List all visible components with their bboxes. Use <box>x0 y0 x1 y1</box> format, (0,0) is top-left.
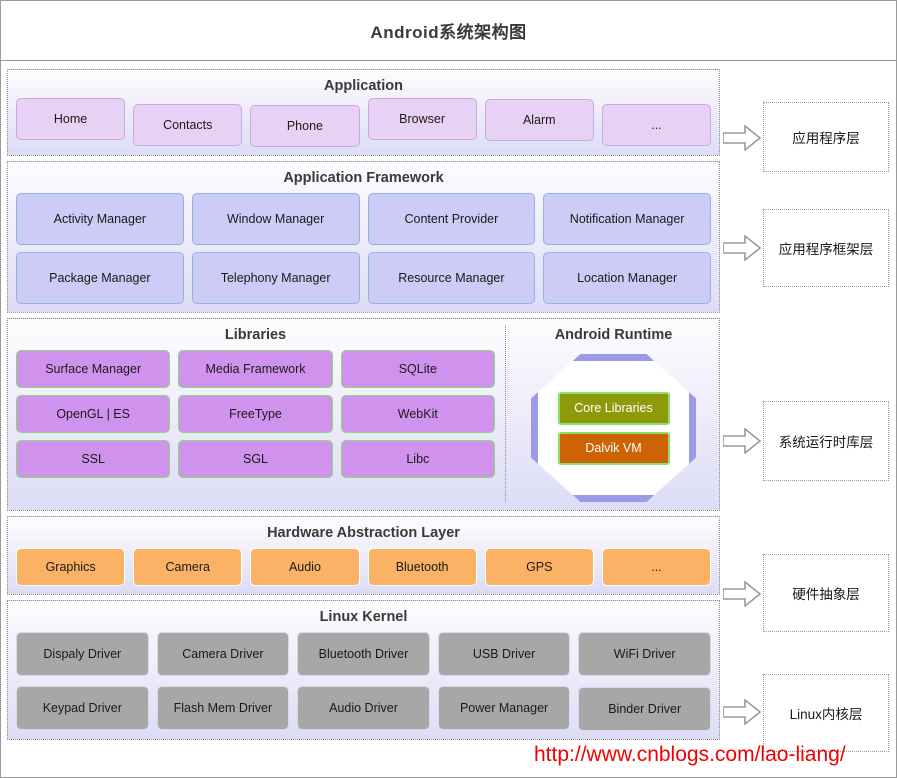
kernel-box-wifi-driver[interactable]: WiFi Driver <box>578 632 711 676</box>
library-box-ssl[interactable]: SSL <box>16 440 171 478</box>
framework-box-telephony-manager[interactable]: Telephony Manager <box>191 252 360 304</box>
kernel-row-2: Keypad Driver Flash Mem Driver Audio Dri… <box>16 683 711 731</box>
arrow-to-hal-layer <box>723 581 761 607</box>
side-label-application-layer: 应用程序层 <box>763 102 889 172</box>
runtime-box-dalvik-vm[interactable]: Dalvik VM <box>557 431 670 465</box>
library-box-surface-manager[interactable]: Surface Manager <box>16 350 171 388</box>
framework-box-content-provider[interactable]: Content Provider <box>367 193 536 245</box>
kernel-row-1: Dispaly Driver Camera Driver Bluetooth D… <box>16 632 711 676</box>
app-box-contacts[interactable]: Contacts <box>133 104 243 146</box>
layer-linux-kernel: Linux Kernel Dispaly Driver Camera Drive… <box>7 600 720 740</box>
side-label-hal-layer: 硬件抽象层 <box>763 554 889 632</box>
kernel-box-usb-driver[interactable]: USB Driver <box>437 632 571 676</box>
app-box-home[interactable]: Home <box>16 98 126 140</box>
watermark-url: http://www.cnblogs.com/lao-liang/ <box>534 743 846 766</box>
hal-row-1: Graphics Camera Audio Bluetooth GPS ... <box>16 548 712 586</box>
library-box-webkit[interactable]: WebKit <box>340 395 495 433</box>
kernel-box-flash-mem-driver[interactable]: Flash Mem Driver <box>156 686 290 730</box>
kernel-box-bluetooth-driver[interactable]: Bluetooth Driver <box>297 632 430 676</box>
library-box-freetype[interactable]: FreeType <box>178 395 333 433</box>
library-box-opengl-es[interactable]: OpenGL | ES <box>16 395 171 433</box>
kernel-box-display-driver[interactable]: Dispaly Driver <box>16 632 149 676</box>
hal-box-graphics[interactable]: Graphics <box>16 548 126 586</box>
kernel-box-audio-driver[interactable]: Audio Driver <box>297 686 430 730</box>
arrow-to-framework-layer <box>723 235 761 261</box>
app-box-browser[interactable]: Browser <box>367 98 477 140</box>
libraries-row-1: Surface Manager Media Framework SQLite <box>16 350 495 388</box>
framework-row-1: Activity Manager Window Manager Content … <box>16 193 711 245</box>
arrow-to-runtime-layer <box>723 428 761 454</box>
kernel-box-binder-driver[interactable]: Binder Driver <box>578 687 711 731</box>
framework-box-location-manager[interactable]: Location Manager <box>543 252 711 304</box>
application-row-1: Home Contacts Phone Browser Alarm ... <box>16 98 712 147</box>
framework-box-window-manager[interactable]: Window Manager <box>191 193 360 245</box>
framework-box-activity-manager[interactable]: Activity Manager <box>16 193 184 245</box>
layer-title-application: Application <box>324 78 403 94</box>
layer-stack: Application Home Contacts Phone Browser … <box>7 69 720 745</box>
framework-row-2: Package Manager Telephony Manager Resour… <box>16 252 711 304</box>
kernel-box-camera-driver[interactable]: Camera Driver <box>156 632 290 676</box>
layer-hardware-abstraction: Hardware Abstraction Layer Graphics Came… <box>7 516 720 595</box>
arrow-to-kernel-layer <box>723 699 761 725</box>
app-box-phone[interactable]: Phone <box>250 105 360 147</box>
libraries-row-2: OpenGL | ES FreeType WebKit <box>16 395 495 433</box>
layer-title-application-framework: Application Framework <box>283 170 444 186</box>
side-label-kernel-layer: Linux内核层 <box>763 674 889 752</box>
framework-box-notification-manager[interactable]: Notification Manager <box>543 193 711 245</box>
library-box-sqlite[interactable]: SQLite <box>340 350 495 388</box>
runtime-octagon: Core Libraries Dalvik VM <box>531 354 696 502</box>
libraries-row-3: SSL SGL Libc <box>16 440 495 478</box>
library-box-sgl[interactable]: SGL <box>178 440 333 478</box>
layer-libraries-runtime: Libraries Surface Manager Media Framewor… <box>7 318 720 511</box>
hal-box-camera[interactable]: Camera <box>133 548 243 586</box>
octagon-contents: Core Libraries Dalvik VM <box>531 354 696 502</box>
diagram-title-bar: Android系统架构图 <box>1 1 896 61</box>
framework-box-package-manager[interactable]: Package Manager <box>16 252 184 304</box>
libraries-section: Libraries Surface Manager Media Framewor… <box>16 325 506 502</box>
hal-box-more[interactable]: ... <box>601 548 712 586</box>
octagon-shape-icon <box>531 354 696 502</box>
layer-title-android-runtime: Android Runtime <box>554 327 673 343</box>
library-box-media-framework[interactable]: Media Framework <box>178 350 333 388</box>
app-box-more[interactable]: ... <box>601 104 712 146</box>
layer-application: Application Home Contacts Phone Browser … <box>7 69 720 156</box>
runtime-box-core-libraries[interactable]: Core Libraries <box>557 391 670 425</box>
page-title: Android系统架构图 <box>370 23 527 42</box>
layer-title-libraries: Libraries <box>224 327 287 343</box>
layer-application-framework: Application Framework Activity Manager W… <box>7 161 720 313</box>
framework-box-resource-manager[interactable]: Resource Manager <box>367 252 536 304</box>
hal-box-audio[interactable]: Audio <box>250 548 360 586</box>
kernel-box-keypad-driver[interactable]: Keypad Driver <box>16 686 149 730</box>
hal-box-gps[interactable]: GPS <box>484 548 594 586</box>
side-label-runtime-layer: 系统运行时库层 <box>763 401 889 481</box>
arrow-to-application-layer <box>723 125 761 151</box>
libraries-runtime-split: Libraries Surface Manager Media Framewor… <box>16 325 711 502</box>
kernel-box-power-manager[interactable]: Power Manager <box>437 686 571 730</box>
layer-title-hardware-abstraction: Hardware Abstraction Layer <box>267 525 460 541</box>
side-label-framework-layer: 应用程序框架层 <box>763 209 889 287</box>
android-runtime-section: Android Runtime Core Libraries Dalvik VM <box>506 325 711 502</box>
hal-box-bluetooth[interactable]: Bluetooth <box>367 548 477 586</box>
layer-title-linux-kernel: Linux Kernel <box>319 609 408 625</box>
library-box-libc[interactable]: Libc <box>340 440 495 478</box>
app-box-alarm[interactable]: Alarm <box>484 99 594 141</box>
